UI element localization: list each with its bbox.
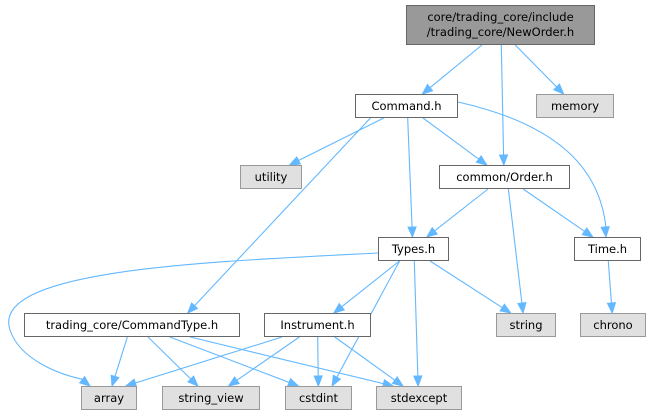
node-types-h[interactable]: Types.h xyxy=(378,237,449,261)
edge-time-to-chrono xyxy=(607,260,613,304)
node-memory: memory xyxy=(536,94,614,118)
edge-instrument-to-string_view xyxy=(236,336,300,381)
edge-neworder-to-command xyxy=(429,44,483,89)
node-utility: utility xyxy=(240,165,302,189)
node-string-view: string_view xyxy=(162,386,260,410)
edge-instrument-to-stdexcept xyxy=(334,336,396,381)
node-instrument-h[interactable]: Instrument.h xyxy=(264,313,371,337)
arrowhead-icon xyxy=(110,374,120,388)
edge-command-to-order xyxy=(422,117,480,160)
node-label-line2: /trading_core/NewOrder.h xyxy=(426,25,575,39)
arrowhead-icon xyxy=(413,375,423,388)
arrowhead-icon xyxy=(391,376,405,387)
edge-types-to-instrument xyxy=(341,260,400,308)
node-common-order-h[interactable]: common/Order.h xyxy=(439,165,570,189)
edge-instrument-to-cstdint xyxy=(317,336,319,377)
node-string: string xyxy=(496,313,556,337)
edge-commandtype-to-array xyxy=(114,336,128,377)
arrowhead-icon xyxy=(606,302,617,315)
arrowhead-icon xyxy=(186,302,199,314)
edge-command-to-utility xyxy=(298,117,384,162)
node-array: array xyxy=(81,386,137,410)
arrowhead-icon xyxy=(517,302,527,315)
arrowhead-icon xyxy=(552,83,565,95)
edge-command-to-types xyxy=(407,117,413,228)
arrowhead-icon xyxy=(600,226,610,239)
arrowhead-icon xyxy=(288,156,302,166)
edge-command-to-commandtype xyxy=(194,117,371,307)
node-cstdint: cstdint xyxy=(285,386,352,410)
edge-instrument-to-array xyxy=(135,336,283,384)
arrowhead-icon xyxy=(581,227,594,238)
edge-types-to-array xyxy=(8,252,379,381)
arrowhead-icon xyxy=(407,226,417,239)
node-label-line1: core/trading_core/include xyxy=(427,10,574,24)
arrowhead-icon xyxy=(332,302,346,314)
arrowhead-icon xyxy=(421,83,434,95)
edge-neworder-to-memory xyxy=(514,44,558,88)
arrowhead-icon xyxy=(313,375,323,388)
node-time-h[interactable]: Time.h xyxy=(574,237,641,261)
arrowhead-icon xyxy=(475,154,488,166)
node-neworder-h[interactable]: core/trading_core/include /trading_core/… xyxy=(406,5,595,45)
edge-order-to-types xyxy=(434,188,489,232)
arrowhead-icon xyxy=(425,226,439,238)
node-chrono: chrono xyxy=(580,313,646,337)
edge-types-to-stdexcept xyxy=(413,260,419,377)
arrowhead-icon xyxy=(78,375,92,387)
edge-commandtype-to-stdexcept xyxy=(190,336,384,385)
node-stdexcept: stdexcept xyxy=(376,386,462,410)
node-commandtype-h[interactable]: trading_core/CommandType.h xyxy=(24,313,240,337)
edge-commandtype-to-string_view xyxy=(147,336,192,380)
edge-order-to-time xyxy=(522,188,585,232)
arrowhead-icon xyxy=(227,376,240,387)
node-command-h[interactable]: Command.h xyxy=(355,94,458,118)
edge-commandtype-to-cstdint xyxy=(169,336,290,383)
arrowhead-icon xyxy=(499,303,512,314)
arrowhead-icon xyxy=(187,375,199,387)
arrowhead-icon xyxy=(498,154,509,167)
edge-neworder-to-order xyxy=(500,44,505,156)
arrowhead-icon xyxy=(331,374,342,388)
edge-order-to-string xyxy=(507,188,523,304)
edge-types-to-string xyxy=(429,260,503,309)
edge-command-to-time xyxy=(457,101,607,229)
